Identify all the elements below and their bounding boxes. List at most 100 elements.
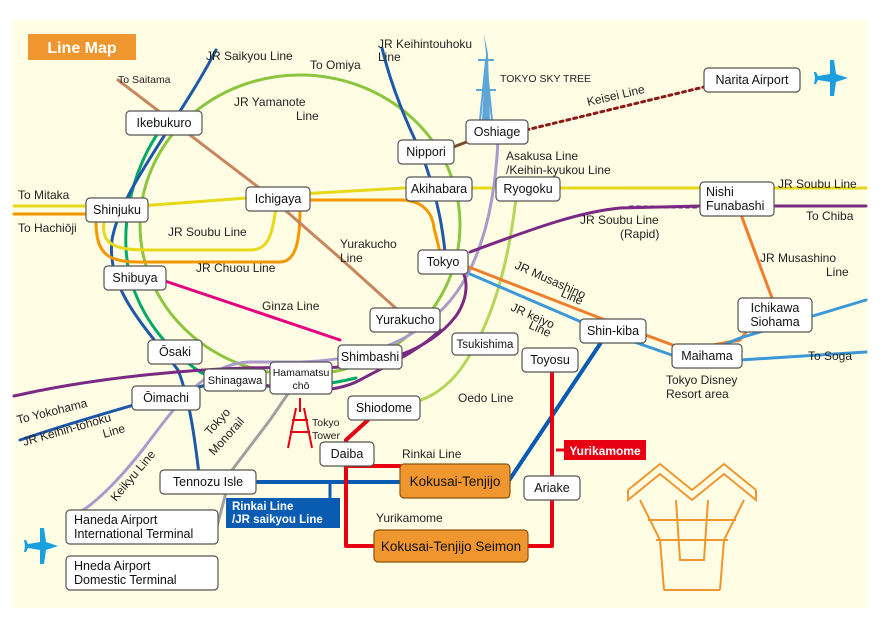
station-label: International Terminal [74,527,193,541]
station-ryogoku[interactable]: Ryogoku [495,176,561,202]
label-ginza: Ginza Line [262,299,320,313]
station-yurakucho[interactable]: Yurakucho [369,307,441,333]
rinkai-badge-label: Rinkai Line [232,501,293,513]
label-keihin-tohoku-top: Line [378,50,401,64]
label-tokyo-disney: Tokyo Disney [666,373,737,387]
station-shinjuku[interactable]: Shinjuku [85,197,149,223]
station-label: Shinjuku [93,203,141,217]
station-akihabara[interactable]: Akihabara [405,176,473,202]
station-label: Shiodome [356,401,412,415]
label-jr-soubu-rapid: (Rapid) [620,227,659,241]
station-tennozu-isle[interactable]: Tennozu Isle [159,469,257,495]
station-label: Shinagawa [208,375,263,387]
station-nippori[interactable]: Nippori [397,139,455,165]
station-shibuya[interactable]: Shibuya [103,265,167,291]
label-rinkai: Rinkai Line [402,447,462,461]
station-hamamatsucho[interactable]: Hamamatsu chō [269,361,333,395]
station-label: Ariake [534,481,569,495]
station-ariake[interactable]: Ariake [523,475,581,501]
station-label: Shimbashi [341,350,399,364]
label-yamanote: Line [296,109,319,123]
station-ikebukuro[interactable]: Ikebukuro [125,110,203,136]
station-shinkiba[interactable]: Shin-kiba [579,318,647,344]
station-label: Toyosu [530,353,570,367]
label-to-chiba: To Chiba [806,209,854,223]
station-label: Domestic Terminal [74,573,177,587]
station-oshiage[interactable]: Oshiage [465,119,529,145]
sobu-local-loop-back [102,206,278,252]
yurikamome-badge-label: Yurikamome [569,444,641,458]
station-nishi-funabashi[interactable]: Nishi Funabashi [699,181,775,217]
label-to-mitaka: To Mitaka [18,188,70,202]
label-yamanote: JR Yamanote [234,95,306,109]
tokyo-sky-tree-icon [476,34,496,121]
label-asakusa: Asakusa Line [506,149,578,163]
label-tokyo-tower: Tokyo [312,417,340,429]
yurikamome-badge: Yurikamome [556,440,646,460]
station-kokusai-tenjijo-seimon[interactable]: Kokusai-Tenjijo Seimon [373,529,529,563]
station-label: Hneda Airport [74,559,151,573]
station-shiodome[interactable]: Shiodome [347,395,421,421]
label-yurakucho-line: Yurakucho [340,237,397,251]
label-tokyo-tower: Tower [312,430,341,442]
station-ichigaya[interactable]: Ichigaya [245,186,311,212]
rinkai-badge-label: /JR saikyou Line [232,514,323,526]
station-narita-airport[interactable]: Narita Airport [703,67,801,93]
title-badge: Line Map [28,34,136,60]
station-maihama[interactable]: Maihama [671,343,743,369]
station-label: Tsukishima [457,339,514,351]
station-label: Haneda Airport [74,513,158,527]
station-label: Nippori [406,145,446,159]
label-tokyo-disney: Resort area [666,387,729,401]
station-label: Daiba [331,447,364,461]
station-label: Maihama [681,349,732,363]
station-label: Shin-kiba [587,324,639,338]
station-shinagawa[interactable]: Shinagawa [203,368,267,392]
monorail-line-path [214,380,298,532]
station-daiba[interactable]: Daiba [319,441,375,467]
station-label: Shibuya [112,271,157,285]
station-oimachi[interactable]: Ōimachi [131,385,201,411]
label-sky-tree: TOKYO SKY TREE [500,73,591,85]
label-keihin-tohoku-bottom: Line [101,421,127,441]
station-label: Siohama [750,315,799,329]
station-tokyo[interactable]: Tokyo [417,249,469,275]
label-jr-soubu-left: JR Soubu Line [168,225,247,239]
label-jr-musashino-right: Line [826,265,849,279]
station-label: Narita Airport [716,73,789,87]
label-asakusa: /Keihin-kyukou Line [506,163,611,177]
airplane-icon [24,528,58,564]
station-haneda-domestic[interactable]: Hneda Airport Domestic Terminal [65,555,219,591]
station-label: Ryogoku [503,182,552,196]
station-label: Ōsaki [159,345,191,359]
label-to-hachioji: To Hachiōji [18,221,77,235]
station-label: Tennozu Isle [173,475,243,489]
station-shimbashi[interactable]: Shimbashi [337,344,403,370]
station-osaki[interactable]: Ōsaki [147,339,203,365]
label-jr-musashino-right: JR Musashino [760,251,836,265]
station-label: Nishi [706,185,734,199]
station-kokusai-tenjijo[interactable]: Kokusai-Tenjijo [399,463,511,499]
rinkai-badge: Rinkai Line /JR saikyou Line [226,480,340,528]
station-label: Oshiage [474,125,521,139]
label-to-omiya: To Omiya [310,58,361,72]
station-label: Yurakucho [375,313,434,327]
station-haneda-international[interactable]: Haneda Airport International Terminal [65,509,219,545]
chuo-line-path [12,198,442,264]
station-label: Kokusai-Tenjijo Seimon [381,539,521,554]
station-tsukishima[interactable]: Tsukishima [451,332,519,356]
station-label: Ichikawa [751,301,800,315]
station-label: Akihabara [411,182,467,196]
label-keihin-tohoku-top: JR Keihintouhoku [378,37,472,51]
station-label: Tokyo [427,255,460,269]
station-label: chō [293,380,310,392]
page-title: Line Map [47,40,117,57]
ginza-line-path [160,278,342,342]
station-label: Kokusai-Tenjijo [410,474,501,489]
station-toyosu[interactable]: Toyosu [521,347,579,373]
label-oedo: Oedo Line [458,391,514,405]
label-to-soga: To Soga [808,349,852,363]
label-to-saitama: To Saitama [118,74,171,86]
station-ichikawa-shiohama[interactable]: Ichikawa Siohama [737,297,813,333]
